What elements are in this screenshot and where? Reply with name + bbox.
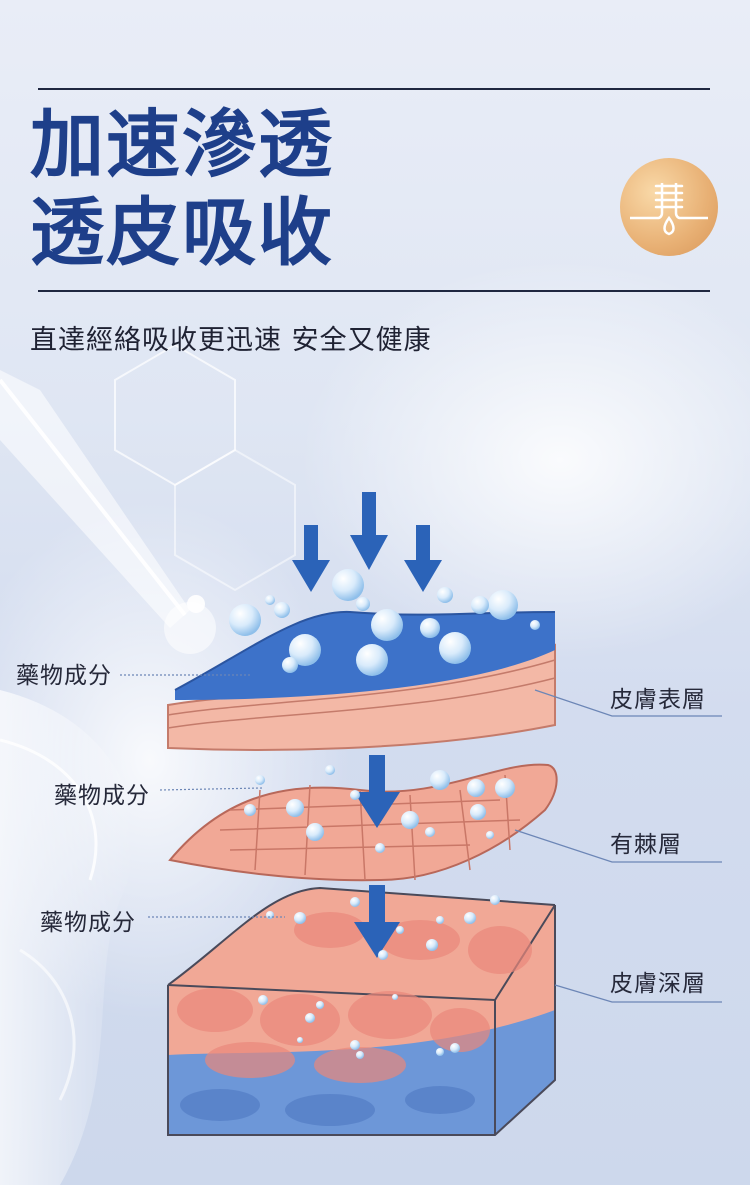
penetration-arrows <box>292 492 442 958</box>
follicle-absorption-icon <box>620 158 718 256</box>
glass-dropper-icon <box>0 370 216 654</box>
top-rule <box>38 88 710 90</box>
drug-bubbles <box>229 569 540 1059</box>
spinous-layer-label: 有棘層 <box>610 832 682 858</box>
epidermis-label: 皮膚表層 <box>610 687 706 713</box>
epidermis-layer <box>167 610 556 751</box>
leader-lines <box>120 674 722 1003</box>
drug-label-1: 藥物成分 <box>16 663 112 689</box>
title-line-2: 透皮吸收 <box>30 190 334 276</box>
dermis-layer <box>167 886 556 1136</box>
drug-label-2: 藥物成分 <box>54 783 150 809</box>
dermis-label: 皮膚深層 <box>610 971 706 997</box>
subtitle: 直達經絡吸收更迅速 安全又健康 <box>30 325 432 356</box>
drug-label-3: 藥物成分 <box>40 910 136 936</box>
title-line-1: 加速滲透 <box>30 102 334 188</box>
spinous-layer <box>168 763 558 882</box>
middle-rule <box>38 290 710 292</box>
